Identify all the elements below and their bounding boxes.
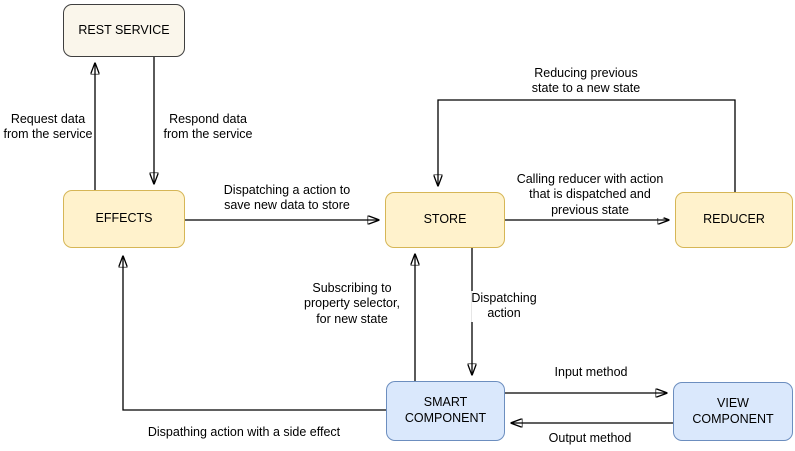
- node-store: STORE: [385, 192, 505, 248]
- arrow-smart-component-to-effects: [123, 257, 386, 411]
- node-smart-component: SMART COMPONENT: [386, 381, 505, 441]
- node-view-component-label: VIEW COMPONENT: [692, 395, 774, 426]
- edge-label-respond-data: Respond data from the service: [163, 112, 253, 143]
- edge-label-subscribing: Subscribing to property selector, for ne…: [304, 281, 400, 327]
- node-view-component: VIEW COMPONENT: [673, 382, 793, 441]
- node-rest-service: REST SERVICE: [63, 4, 185, 57]
- edge-label-calling-reducer: Calling reducer with action that is disp…: [516, 172, 664, 218]
- node-reducer: REDUCER: [675, 192, 793, 248]
- edge-label-dispatch-save: Dispatching a action to save new data to…: [223, 183, 351, 214]
- edge-label-reducing-previous: Reducing previous state to a new state: [531, 66, 641, 97]
- node-store-label: STORE: [423, 212, 467, 227]
- node-rest-service-label: REST SERVICE: [78, 22, 170, 37]
- edge-label-input-method: Input method: [554, 365, 628, 381]
- node-smart-component-label: SMART COMPONENT: [404, 395, 487, 425]
- edge-label-output-method: Output method: [548, 431, 632, 447]
- edge-label-dispatching-action: Dispatching action: [471, 291, 537, 322]
- node-effects: EFFECTS: [63, 190, 185, 248]
- edge-label-side-effect: Dispathing action with a side effect: [147, 425, 341, 441]
- arrow-reducer-to-store-feedback: [438, 99, 736, 192]
- node-reducer-label: REDUCER: [703, 212, 765, 227]
- node-effects-label: EFFECTS: [95, 211, 153, 226]
- edge-label-request-data: Request data from the service: [3, 112, 93, 143]
